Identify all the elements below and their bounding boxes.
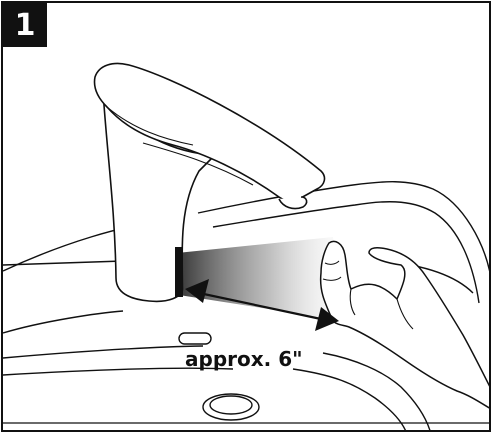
hand-icon: [321, 242, 491, 410]
step-number-badge: 1: [3, 3, 47, 47]
drain-icon: [203, 394, 259, 420]
overflow-slot: [179, 333, 211, 344]
sensor-window: [175, 247, 183, 297]
sensor-beam: [177, 237, 345, 321]
distance-label: approx. 6": [185, 347, 303, 371]
